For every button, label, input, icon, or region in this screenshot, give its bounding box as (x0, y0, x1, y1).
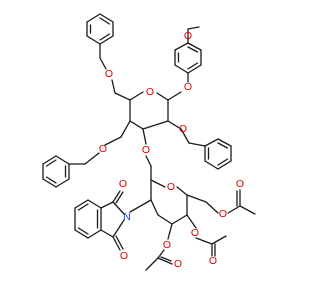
phthalimide-bonds (74, 190, 125, 251)
atom-o-benzyl-c2: O (179, 123, 187, 135)
atom-o-phthalimide-bottom: O (120, 250, 128, 262)
structure-diagram: O O O O O O O O O O N O O O O O O (42, 13, 256, 271)
atom-o-acetyl-c6-carbonyl: O (236, 178, 244, 190)
atom-o-ring-b: O (167, 181, 175, 193)
atom-o-benzyl-c4: O (99, 143, 107, 155)
sugar-ring-b-bonds (129, 165, 256, 271)
atom-o-phthalimide-top: O (119, 178, 127, 190)
benzyl-ring-top-bonds (86, 13, 114, 45)
benzyl-ring-right-bonds (204, 138, 232, 170)
benzyl-ring-left-bonds (42, 155, 70, 188)
sugar-ring-a-bonds (68, 43, 206, 167)
bonds (42, 13, 256, 271)
atom-o-acetyl-c4-carbonyl: O (209, 255, 217, 267)
atom-o-acetyl-c4: O (191, 227, 199, 239)
atom-o-acetyl-c3-carbonyl: O (174, 258, 182, 270)
atom-n-phthalimide: N (123, 211, 131, 223)
atom-labels: O O O O O O O O O O N O O O O O O (99, 30, 244, 270)
methoxyphenyl-bonds (174, 26, 202, 83)
atom-o-acetyl-c3: O (163, 239, 171, 251)
atom-o-glycosidic-aryl: O (184, 81, 192, 93)
molecule-drawing: O O O O O O O O O O N O O O O O O (42, 13, 256, 271)
atom-o-acetyl-c6: O (219, 208, 227, 220)
atom-o-methoxy: O (184, 30, 192, 42)
atom-o-ring-a: O (146, 86, 154, 98)
atom-o-interglycosidic: O (142, 144, 150, 156)
atom-o-benzyl-top: O (105, 68, 113, 80)
